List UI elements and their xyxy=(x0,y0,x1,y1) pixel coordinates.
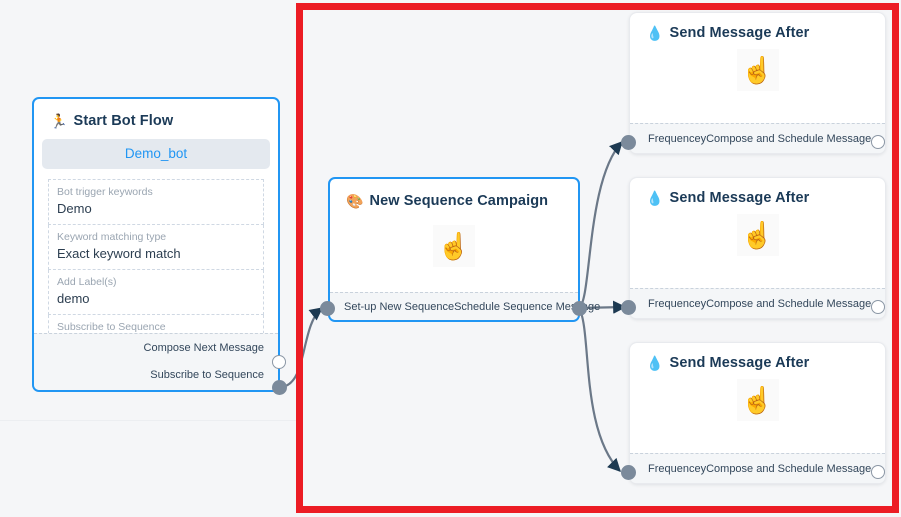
node-title-label: Send Message After xyxy=(669,355,810,371)
port-compose-and-schedule-message-output-2[interactable] xyxy=(871,300,885,314)
output-label-schedule-sequence-message: Schedule Sequence Message xyxy=(454,300,601,313)
water-drop-icon: 💧 xyxy=(646,25,664,41)
node-title-label: New Sequence Campaign xyxy=(369,193,549,209)
bot-name-pill[interactable]: Demo_bot xyxy=(42,139,270,169)
port-subscribe-to-sequence[interactable] xyxy=(272,380,287,395)
canvas-divider xyxy=(0,420,300,421)
node-title-start-bot-flow: 🏃 Start Bot Flow xyxy=(34,99,278,135)
running-person-icon: 🏃 xyxy=(50,113,68,129)
start-bot-flow-outputs: Compose Next Message Subscribe to Sequen… xyxy=(34,333,278,390)
node-send-message-after-2[interactable]: 💧 Send Message After ☝ Frequencey Compos… xyxy=(629,177,886,319)
field-label: Subscribe to Sequence xyxy=(57,321,166,333)
port-frequencey-input-1[interactable] xyxy=(621,135,636,150)
port-compose-next-message[interactable] xyxy=(272,355,286,369)
node-new-sequence-campaign[interactable]: 🎨 New Sequence Campaign ☝ Set-up New Seq… xyxy=(328,177,600,322)
pointing-hand-cursor-icon: ☝ xyxy=(736,214,779,256)
card-body: ☝ xyxy=(630,49,885,91)
output-subscribe-to-sequence[interactable]: Subscribe to Sequence xyxy=(34,361,278,388)
node-start-bot-flow[interactable]: 🏃 Start Bot Flow Demo_bot Bot trigger ke… xyxy=(32,97,280,392)
input-label-frequencey: Frequencey xyxy=(648,297,707,310)
field-value: Exact keyword match xyxy=(57,246,181,261)
output-label-compose-and-schedule-message: Compose and Schedule Message xyxy=(706,297,872,310)
card-ports-row: Frequencey Compose and Schedule Message xyxy=(630,123,885,153)
port-setup-new-sequence-input[interactable] xyxy=(320,301,335,316)
card-port-labels[interactable]: Frequencey Compose and Schedule Message xyxy=(630,124,885,153)
node-title-send-message-after: 💧 Send Message After xyxy=(630,13,885,45)
field-label: Bot trigger keywords xyxy=(57,186,153,198)
node-send-message-after-3[interactable]: 💧 Send Message After ☝ Frequencey Compos… xyxy=(629,342,886,484)
node-title-new-sequence-campaign: 🎨 New Sequence Campaign xyxy=(330,179,578,215)
campaign-ports-row: Set-up New Sequence Schedule Sequence Me… xyxy=(330,292,600,320)
port-compose-and-schedule-message-output-3[interactable] xyxy=(871,465,885,479)
card-body: ☝ xyxy=(630,379,885,421)
output-label: Subscribe to Sequence xyxy=(150,368,264,381)
card-port-labels[interactable]: Frequencey Compose and Schedule Message xyxy=(630,289,885,318)
field-value: demo xyxy=(57,291,90,306)
node-title-label: Send Message After xyxy=(669,25,810,41)
field-bot-trigger-keywords[interactable]: Bot trigger keywords Demo xyxy=(48,179,264,225)
node-send-message-after-1[interactable]: 💧 Send Message After ☝ Frequencey Compos… xyxy=(629,12,886,154)
card-ports-row: Frequencey Compose and Schedule Message xyxy=(630,288,885,318)
node-title-label: Start Bot Flow xyxy=(73,113,174,129)
node-title-send-message-after: 💧 Send Message After xyxy=(630,178,885,210)
node-title-label: Send Message After xyxy=(669,190,810,206)
output-compose-next-message[interactable]: Compose Next Message xyxy=(34,334,278,361)
field-keyword-matching-type[interactable]: Keyword matching type Exact keyword matc… xyxy=(48,225,264,270)
card-ports-row: Frequencey Compose and Schedule Message xyxy=(630,453,885,483)
pointing-hand-cursor-icon: ☝ xyxy=(433,225,475,267)
port-schedule-sequence-message-output[interactable] xyxy=(572,301,587,316)
port-compose-and-schedule-message-output-1[interactable] xyxy=(871,135,885,149)
output-label-compose-and-schedule-message: Compose and Schedule Message xyxy=(706,462,872,475)
water-drop-icon: 💧 xyxy=(646,190,664,206)
pointing-hand-cursor-icon: ☝ xyxy=(736,49,779,91)
palette-icon: 🎨 xyxy=(346,193,364,209)
campaign-port-labels[interactable]: Set-up New Sequence Schedule Sequence Me… xyxy=(330,293,600,320)
input-label-frequencey: Frequencey xyxy=(648,462,707,475)
field-label: Keyword matching type xyxy=(57,231,167,243)
card-body: ☝ xyxy=(630,214,885,256)
field-label: Add Label(s) xyxy=(57,276,117,288)
field-add-labels[interactable]: Add Label(s) demo xyxy=(48,270,264,315)
field-value: Demo xyxy=(57,201,92,216)
input-label-frequencey: Frequencey xyxy=(648,132,707,145)
node-title-send-message-after: 💧 Send Message After xyxy=(630,343,885,375)
output-label: Compose Next Message xyxy=(143,341,264,354)
port-frequencey-input-2[interactable] xyxy=(621,300,636,315)
input-label-setup-new-sequence: Set-up New Sequence xyxy=(344,300,455,313)
water-drop-icon: 💧 xyxy=(646,355,664,371)
card-port-labels[interactable]: Frequencey Compose and Schedule Message xyxy=(630,454,885,483)
pointing-hand-cursor-icon: ☝ xyxy=(736,379,779,421)
campaign-body: ☝ xyxy=(330,225,578,267)
port-frequencey-input-3[interactable] xyxy=(621,465,636,480)
output-label-compose-and-schedule-message: Compose and Schedule Message xyxy=(706,132,872,145)
